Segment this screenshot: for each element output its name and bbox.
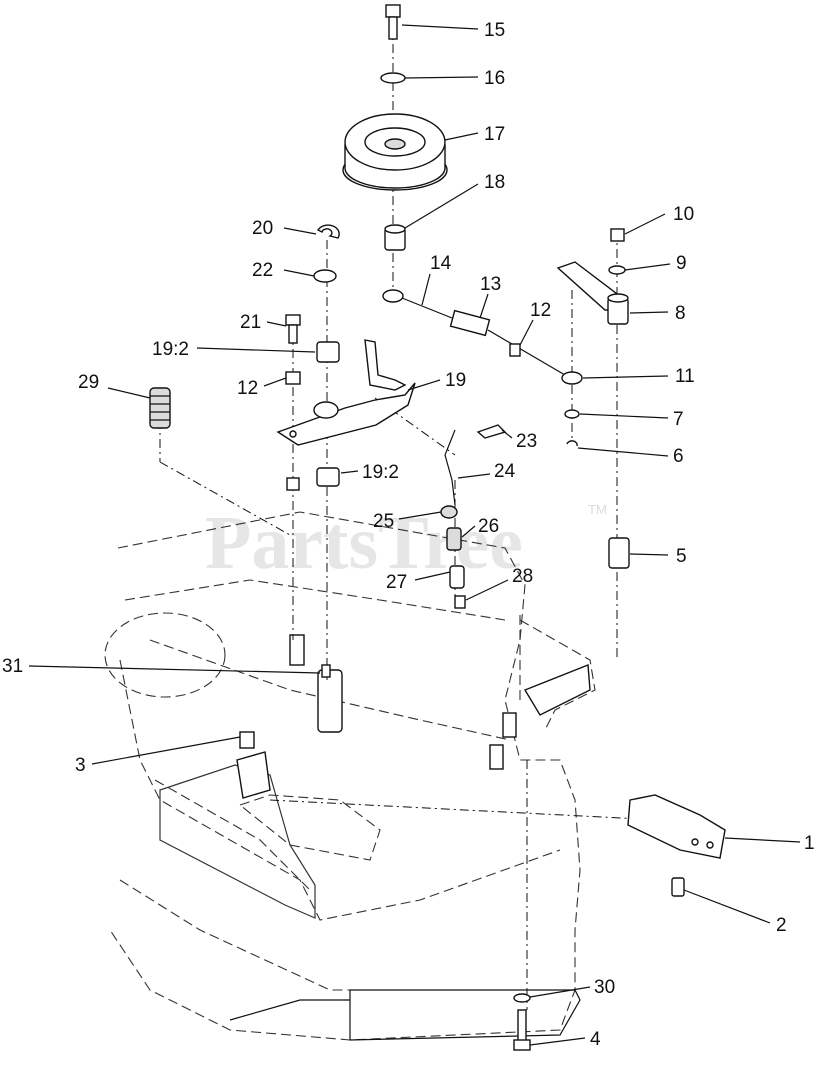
callout-3: 3 [75,755,86,776]
callout-15: 15 [484,20,505,41]
callout-21: 21 [240,312,261,333]
callout-9: 9 [676,253,687,274]
idler-arm-19 [276,339,416,446]
bolt-28 [454,595,466,609]
watermark: PartsTree TM [205,501,607,585]
watermark-text: PartsTree [205,501,523,585]
callout-6: 6 [673,446,684,467]
callout-17: 17 [484,124,505,145]
nut-10 [610,228,625,242]
deck-stud-center [502,712,517,738]
callout-8: 8 [675,303,686,324]
callout-12-left: 12 [237,378,258,399]
callout-31: 31 [2,656,23,677]
rod-24 [444,429,456,506]
bushing-5 [608,537,630,569]
deck-bracket-left [236,751,271,799]
nut-lower-left [286,477,300,491]
washer-16 [380,72,406,84]
callout-23: 23 [516,431,537,452]
bolt-21 [285,314,301,344]
callout-14: 14 [430,253,452,274]
clip-6 [566,440,578,447]
callout-2: 2 [776,915,787,936]
spring-26 [446,527,462,551]
nut-12-left [285,371,301,385]
clip-20 [316,224,340,239]
bolt-2 [671,877,685,897]
watermark-tm: TM [588,502,607,517]
bracket-1 [627,794,726,859]
callout-5: 5 [676,546,687,567]
callout-26: 26 [478,516,499,537]
callout-18: 18 [484,172,505,193]
nut-3 [239,731,255,749]
pin-23 [476,424,507,439]
washer-22 [313,269,337,283]
arm-8 [556,261,629,325]
callout-29: 29 [78,372,99,393]
bushing-19-2-upper [316,341,340,363]
callout-22: 22 [252,260,273,281]
callout-16: 16 [484,68,505,89]
bushing-18 [384,224,406,251]
washer-9 [608,265,626,275]
bolt-15 [385,4,401,40]
callout-20: 20 [252,218,273,239]
nut-12-right [509,343,521,357]
mower-deck [104,511,596,1041]
callout-4: 4 [590,1029,601,1050]
callout-7: 7 [673,409,684,430]
deck-stud-left [289,634,305,666]
callout-1: 1 [804,833,815,854]
fitting-31 [321,664,331,678]
leader-lines [28,24,801,1046]
washer-30 [513,993,531,1003]
callout-25: 25 [373,511,394,532]
spindle-post [317,669,343,733]
bolt-4 [513,1009,531,1051]
callout-19-2-upper: 19:2 [152,339,189,360]
callout-27: 27 [386,572,407,593]
spring-29 [149,387,171,429]
callout-30: 30 [594,977,615,998]
callout-19: 19 [445,370,466,391]
deck-hardware [236,634,591,799]
callout-13: 13 [480,274,501,295]
callout-12-right: 12 [530,300,551,321]
callout-24: 24 [494,461,516,482]
pulley-17 [342,113,448,191]
callout-11: 11 [675,366,695,387]
deck-stud-right [489,744,504,770]
collar-25 [440,505,458,519]
callout-labels: 15 16 17 18 10 20 9 22 14 13 8 12 21 19:… [2,20,815,1050]
callout-10: 10 [673,204,694,225]
callout-19-2-lower: 19:2 [362,462,399,483]
callout-28: 28 [512,566,533,587]
link-rod-assembly [382,289,583,385]
bushing-19-2-lower [316,467,340,487]
deck-bracket-right [523,663,591,716]
cap-27 [449,565,465,589]
washer-7 [564,409,580,419]
